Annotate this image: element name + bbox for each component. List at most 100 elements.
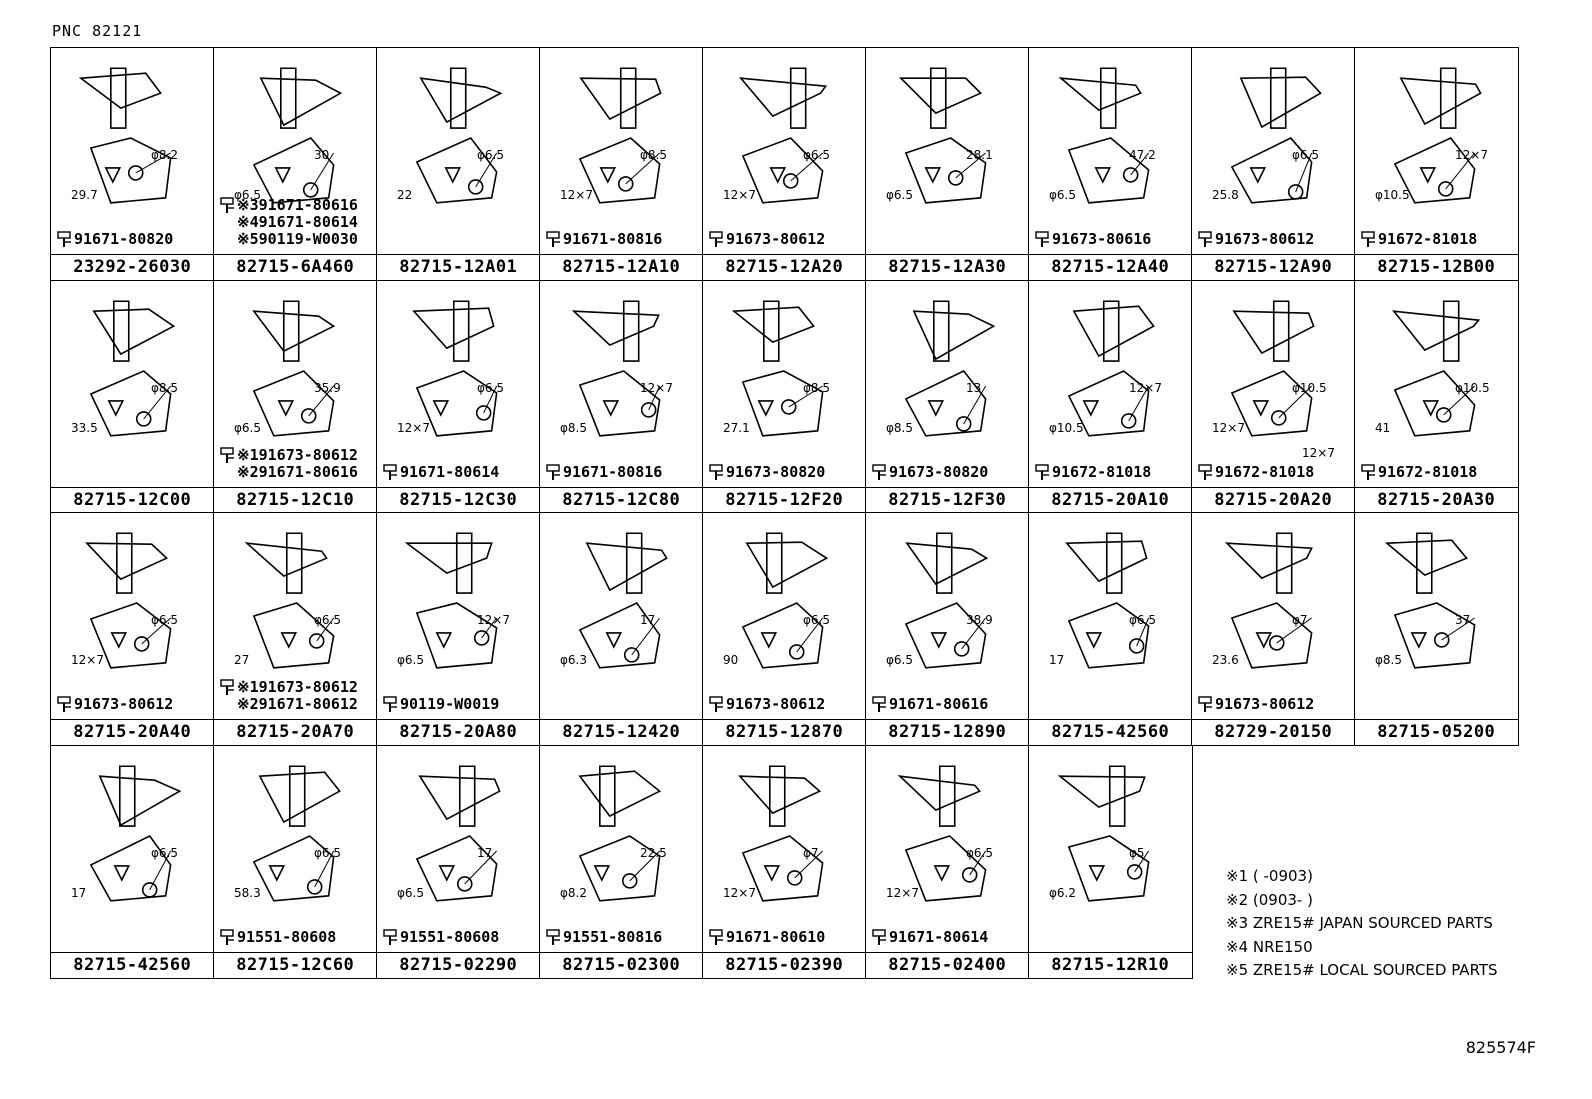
- dimension-label: 27.1: [723, 420, 750, 435]
- bolt-callout: 91672-81018: [1198, 463, 1314, 481]
- bolt-part-number: 91551-80608: [400, 927, 500, 946]
- part-number: 82715-20A30: [1355, 486, 1518, 513]
- dimension-label: 35.9: [314, 380, 341, 395]
- dimension-label: φ10.5: [1292, 380, 1327, 395]
- part-number: 82715-20A80: [377, 719, 540, 745]
- bolt-callout: 91671-80614: [872, 928, 988, 946]
- dimension-label: 29.7: [71, 188, 98, 202]
- part-number: 82715-42560: [51, 951, 214, 978]
- part-number: 82715-12870: [703, 719, 866, 745]
- bolt-part-number: ※391671-80616: [237, 196, 358, 214]
- footnote: ※1 ( -0903): [1226, 867, 1313, 885]
- bolt-part-number: 91672-81018: [1052, 462, 1152, 481]
- footnote: ※4 NRE150: [1226, 937, 1313, 956]
- part-cell: φ6.5 90 91673-80612 82715-12870: [702, 512, 867, 746]
- bolt-icon: [1361, 231, 1375, 247]
- dimension-label: 12×7: [886, 885, 919, 900]
- part-number: 82715-20A10: [1029, 486, 1192, 513]
- bolt-icon: [1361, 463, 1375, 480]
- dimension-label: φ8.5: [803, 380, 830, 395]
- dimension-label: φ10.5: [1049, 420, 1084, 435]
- dimension-label: φ10.5: [1375, 188, 1410, 202]
- dimension-label: φ6.2: [1049, 885, 1076, 900]
- part-drawing: [415, 67, 503, 204]
- dimension-label: φ8.2: [560, 885, 587, 900]
- dimension-label: φ6.5: [151, 845, 178, 860]
- dimension-label: φ6.5: [803, 613, 830, 627]
- part-drawing: [1065, 532, 1150, 669]
- part-drawing: [1067, 299, 1155, 437]
- bolt-icon: [220, 197, 234, 213]
- bolt-callout: 91673-80612: [709, 695, 825, 713]
- dimension-label: 17: [71, 885, 87, 900]
- part-drawing: [578, 67, 662, 204]
- part-drawing: [578, 532, 668, 669]
- bolt-icon: [1198, 463, 1212, 480]
- bolt-icon: [872, 463, 886, 480]
- bolt-callout: ※391671-80616: [220, 196, 358, 214]
- part-drawing: [412, 299, 498, 437]
- part-drawing: [1058, 67, 1150, 204]
- part-number: 82715-02400: [866, 951, 1029, 978]
- dimension-label: φ6.3: [560, 653, 587, 667]
- part-drawing: [1224, 532, 1313, 669]
- part-number: 82715-12A90: [1192, 254, 1355, 280]
- dimension-label: φ6.5: [1049, 188, 1076, 202]
- dimension-label: 12×7: [1455, 148, 1488, 162]
- bolt-part-number: 91671-80614: [889, 927, 989, 946]
- part-number: 82715-12C00: [51, 486, 214, 513]
- dimension-label: φ6.5: [314, 845, 341, 860]
- dimension-label: φ6.5: [477, 380, 504, 395]
- part-number: 82715-6A460: [214, 254, 377, 280]
- part-drawing: [739, 67, 828, 204]
- bolt-part-number: ※191673-80612: [237, 445, 358, 464]
- dimension-label: 33.5: [71, 420, 98, 435]
- part-number: 82715-02390: [703, 951, 866, 978]
- bolt-part-number: 91672-81018: [1378, 230, 1478, 248]
- bolt-callout: ※191673-80612: [220, 446, 358, 464]
- bolt-callout: 91672-81018: [1361, 230, 1477, 248]
- dimension-label: 17: [1049, 653, 1065, 667]
- bolt-part-number: 91672-81018: [1215, 462, 1315, 481]
- bolt-callout: 91673-80612: [1198, 695, 1314, 713]
- bolt-callout: 91671-80816: [546, 463, 662, 481]
- bolt-icon: [220, 679, 234, 695]
- bolt-part-number: 91673-80820: [889, 462, 989, 481]
- part-drawing: [904, 532, 989, 669]
- dimension-label: φ6.5: [886, 188, 913, 202]
- bolt-part-number: 91673-80820: [726, 462, 826, 481]
- bolt-icon: [57, 696, 71, 712]
- part-number: 82715-02290: [377, 951, 540, 978]
- bolt-part-number: 91671-80816: [563, 462, 663, 481]
- part-drawing: [1230, 67, 1322, 204]
- dimension-label: 90: [723, 653, 739, 667]
- bolt-part-number: 91673-80612: [1215, 230, 1315, 248]
- part-number: 82715-12A30: [866, 254, 1029, 280]
- part-drawing: [415, 764, 501, 902]
- part-drawing: [252, 67, 343, 204]
- part-number: 82715-12C10: [214, 486, 377, 513]
- part-drawing: [731, 299, 824, 437]
- bolt-callout: ※590119-W0030: [220, 230, 358, 248]
- part-drawing: [1057, 764, 1150, 902]
- dimension-label: φ6.5: [1292, 148, 1319, 162]
- bolt-part-number: 91673-80612: [726, 695, 826, 713]
- dimension-label: φ8.2: [151, 148, 178, 162]
- dimension-label: φ8.5: [640, 148, 667, 162]
- dimension-label: 12×7: [397, 420, 430, 435]
- dimension-label: 41: [1375, 420, 1391, 435]
- dimension-label: 12×7: [1302, 445, 1335, 460]
